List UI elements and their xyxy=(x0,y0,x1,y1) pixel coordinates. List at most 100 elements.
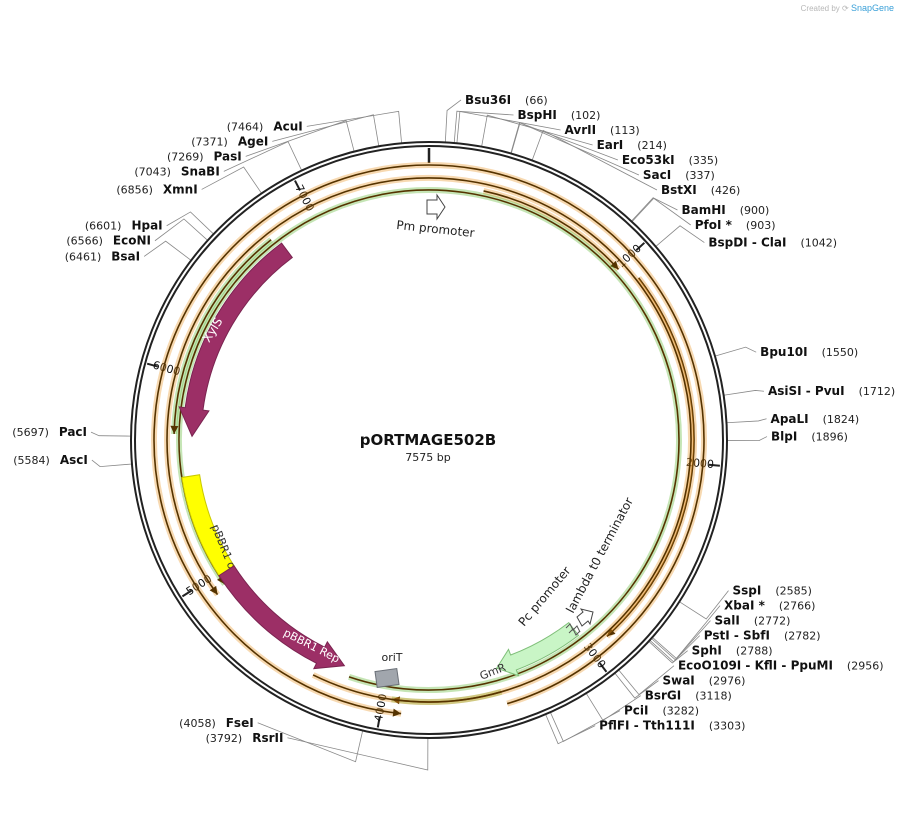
enzyme-label-bsu36i[interactable]: Bsu36I xyxy=(465,93,511,107)
enzyme-label-saci[interactable]: SacI xyxy=(643,168,671,182)
orfs xyxy=(151,162,707,717)
plasmid-length: 7575 bp xyxy=(405,451,450,464)
enzyme-label-eari[interactable]: EarI xyxy=(597,138,624,152)
enzyme-position-sspi: (2585) xyxy=(775,585,812,598)
enzyme-position-ecoo109i-kfli-ppumi: (2956) xyxy=(847,660,884,673)
enzyme-label-bsrgi[interactable]: BsrGI xyxy=(645,689,682,703)
enzyme-label-sali[interactable]: SalI xyxy=(714,614,739,628)
enzyme-label-bsphi[interactable]: BspHI xyxy=(517,108,556,122)
enzyme-label-xbai[interactable]: XbaI * xyxy=(724,599,766,613)
snapgene-logo-icon: ⟳ xyxy=(842,4,849,13)
enzyme-position-blpi: (1896) xyxy=(811,431,848,444)
enzyme-label-swai[interactable]: SwaI xyxy=(662,674,694,688)
enzyme-label-paci[interactable]: PacI xyxy=(59,425,87,439)
enzyme-label-rsrii[interactable]: RsrII xyxy=(252,731,283,745)
enzyme-label-fsei[interactable]: FseI xyxy=(226,716,254,730)
credit-brand: SnapGene xyxy=(850,3,894,13)
enzyme-position-pflfi-tth111i: (3303) xyxy=(709,720,746,733)
enzyme-label-pcii[interactable]: PciI xyxy=(624,704,649,718)
enzyme-leader-bsai xyxy=(143,240,192,261)
enzyme-leader-lines xyxy=(90,99,768,771)
enzyme-label-psti-sbfi[interactable]: PstI - SbfI xyxy=(704,629,770,643)
enzyme-label-bspdi-clai[interactable]: BspDI - ClaI xyxy=(708,236,786,250)
feature-pm-promoter-label: Pm promoter xyxy=(396,218,476,240)
orf-0[interactable] xyxy=(483,190,620,270)
enzyme-leader-avrii xyxy=(456,110,561,144)
enzyme-label-bstxi[interactable]: BstXI xyxy=(661,183,697,197)
feature-pm-promoter[interactable] xyxy=(426,193,446,221)
enzyme-position-avrii: (113) xyxy=(610,124,640,137)
enzyme-label-bpu10i[interactable]: Bpu10I xyxy=(760,345,807,359)
enzyme-label-apali[interactable]: ApaLI xyxy=(771,412,809,426)
enzyme-label-econi[interactable]: EcoNI xyxy=(113,234,151,248)
enzyme-leader-bamhi xyxy=(631,197,678,222)
backbone-inner xyxy=(134,145,724,735)
feature-xyls[interactable] xyxy=(178,242,294,438)
enzyme-leader-sspi xyxy=(679,590,729,620)
enzyme-position-apali: (1824) xyxy=(823,413,860,426)
enzyme-leader-bsrgi xyxy=(585,693,641,721)
enzyme-label-pflfi-tth111i[interactable]: PflFI - Tth111I xyxy=(599,719,695,733)
enzyme-label-sphi[interactable]: SphI xyxy=(692,644,722,658)
orf-1[interactable] xyxy=(606,277,695,637)
enzyme-leader-agei xyxy=(272,114,380,147)
enzyme-position-rsrii: (3792) xyxy=(206,732,243,745)
orf-6[interactable] xyxy=(173,239,272,434)
enzyme-label-pfoi[interactable]: PfoI * xyxy=(695,218,733,232)
feature-lambda-t0-terminator[interactable] xyxy=(565,623,581,636)
enzyme-leader-snabi xyxy=(223,141,303,172)
enzyme-position-sali: (2772) xyxy=(754,615,791,628)
feature-pc-promoter[interactable] xyxy=(576,608,594,627)
enzyme-position-psti-sbfi: (2782) xyxy=(784,630,821,643)
feature-pbbr1-rep[interactable] xyxy=(218,565,346,670)
enzyme-label-sspi[interactable]: SspI xyxy=(733,584,762,598)
enzyme-leader-sphi xyxy=(648,641,688,664)
enzyme-leader-asci xyxy=(91,459,133,468)
enzyme-leader-pflfi-tth111i xyxy=(545,714,596,745)
tick-mark-3000 xyxy=(598,662,608,673)
enzyme-label-hpai[interactable]: HpaI xyxy=(131,219,162,233)
enzyme-leader-saci xyxy=(510,122,640,176)
feature-orit-label: oriT xyxy=(381,651,402,664)
enzyme-leader-bpu10i xyxy=(714,346,757,357)
enzyme-label-xmni[interactable]: XmnI xyxy=(163,182,198,196)
orf-4[interactable] xyxy=(178,189,680,691)
tick-mark-7000 xyxy=(294,180,301,191)
tick-mark-1000 xyxy=(635,242,646,251)
orf-2[interactable] xyxy=(153,164,705,715)
enzyme-leader-eco53ki xyxy=(510,122,619,161)
enzyme-leader-paci xyxy=(90,431,132,437)
enzyme-position-bpu10i: (1550) xyxy=(822,346,859,359)
orf-5[interactable] xyxy=(166,177,692,703)
enzyme-label-asisi-pvui[interactable]: AsiSI - PvuI xyxy=(768,384,845,398)
enzyme-leader-bsu36i xyxy=(444,99,462,143)
enzyme-position-asisi-pvui: (1712) xyxy=(859,385,896,398)
enzyme-label-bsai[interactable]: BsaI xyxy=(111,249,140,263)
enzyme-label-eco53ki[interactable]: Eco53kI xyxy=(622,153,675,167)
enzyme-label-asci[interactable]: AscI xyxy=(60,453,88,467)
enzyme-leader-rsrii xyxy=(287,737,429,771)
enzyme-label-snabi[interactable]: SnaBI xyxy=(181,164,220,178)
enzyme-leader-asisi-pvui xyxy=(723,390,764,396)
enzyme-position-bsphi: (102) xyxy=(571,109,601,122)
enzyme-leader-eari xyxy=(481,114,593,147)
enzyme-leader-blpi xyxy=(726,436,768,442)
enzyme-label-bamhi[interactable]: BamHI xyxy=(681,203,725,217)
tick-mark-4000 xyxy=(376,716,381,728)
enzyme-label-pasi[interactable]: PasI xyxy=(214,149,242,163)
enzyme-position-fsei: (4058) xyxy=(179,717,216,730)
enzyme-label-blpi[interactable]: BlpI xyxy=(771,430,797,444)
enzyme-position-hpai: (6601) xyxy=(85,220,122,233)
backbone-outer xyxy=(130,141,728,739)
feature-gmr[interactable] xyxy=(495,621,580,677)
enzyme-position-bamhi: (900) xyxy=(740,204,770,217)
enzyme-label-acui[interactable]: AcuI xyxy=(273,119,302,133)
enzyme-label-agei[interactable]: AgeI xyxy=(238,134,268,148)
enzyme-label-avrii[interactable]: AvrII xyxy=(565,123,597,137)
enzyme-position-xmni: (6856) xyxy=(116,183,153,196)
feature-orit[interactable] xyxy=(374,667,400,689)
enzyme-label-ecoo109i-kfli-ppumi[interactable]: EcoO109I - KflI - PpuMI xyxy=(678,659,833,673)
enzyme-position-bspdi-clai: (1042) xyxy=(800,237,837,250)
enzyme-position-swai: (2976) xyxy=(709,675,746,688)
